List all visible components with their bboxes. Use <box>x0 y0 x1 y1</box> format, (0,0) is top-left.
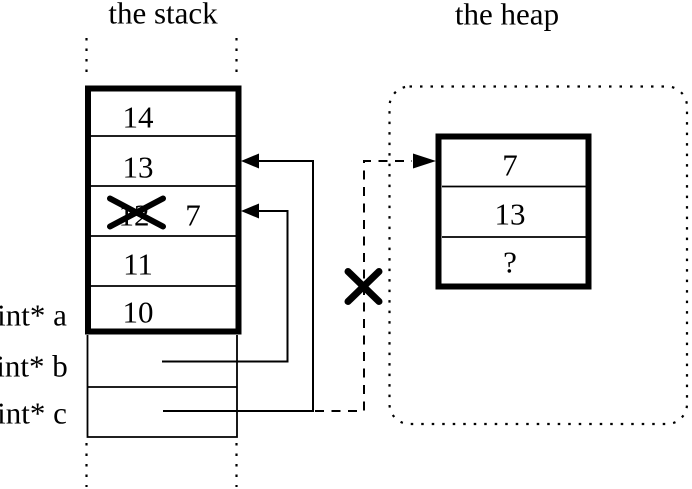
stack-frame-box <box>85 85 242 335</box>
stack-cell-value: 13 <box>122 149 154 185</box>
pointer-label-c: int* c <box>0 395 67 431</box>
pointer-c-arrowhead-icon <box>241 153 259 169</box>
crossed-out-value-x-icon <box>107 195 166 230</box>
stack-cell-value: 11 <box>123 246 153 282</box>
dangling-pointer-arrowhead-icon <box>413 153 436 169</box>
pointer-c-line <box>163 160 314 412</box>
stack-cell-new-value: 7 <box>185 197 201 233</box>
heap-region-dotted-border <box>388 85 689 426</box>
pointer-label-b: int* b <box>0 348 68 384</box>
heap-cell-value: ? <box>503 244 517 280</box>
pointer-b-line <box>162 210 289 363</box>
pointer-label-a: int* a <box>0 297 67 333</box>
stack-title: the stack <box>108 0 218 31</box>
heap-cell-value: 13 <box>494 196 526 232</box>
stack-cell-value: 14 <box>122 99 154 135</box>
pointer-b-arrowhead-icon <box>241 203 259 219</box>
heap-cell-value: 7 <box>502 147 518 183</box>
stack-cell-old-value: 12 <box>118 197 150 233</box>
heap-block-box <box>435 133 592 290</box>
pointer-cells-box <box>86 335 238 438</box>
stack-cell-value: 10 <box>122 294 154 330</box>
heap-title: the heap <box>454 0 560 32</box>
broken-link-x-icon <box>344 268 383 305</box>
